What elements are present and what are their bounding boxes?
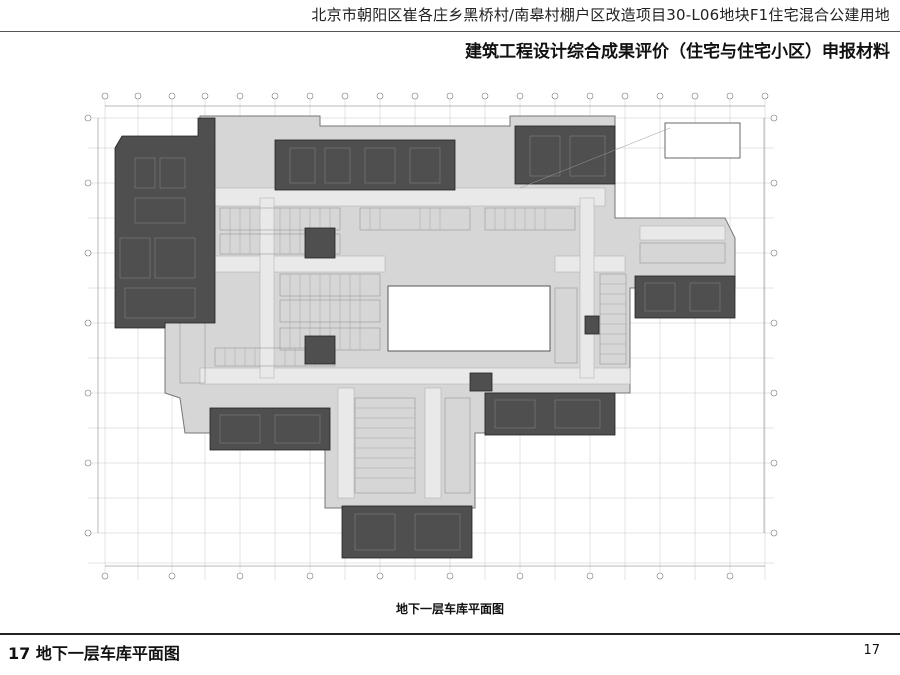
dimension-lines — [97, 105, 765, 567]
core-east-small — [584, 315, 600, 335]
central-courtyard-void — [387, 285, 551, 352]
axis-markers — [84, 92, 778, 580]
drawing-caption: 地下一层车库平面图 — [395, 602, 504, 616]
page-number: 17 — [863, 643, 880, 658]
core-details — [119, 135, 721, 551]
core-center-south — [304, 335, 336, 365]
header-project-title: 北京市朝阳区崔各庄乡黑桥村/南皋村棚户区改造项目30-L06地块F1住宅混合公建… — [311, 6, 890, 24]
northeast-residential-block — [514, 125, 616, 185]
header-rule — [0, 31, 900, 32]
header-subtitle: 建筑工程设计综合成果评价（住宅与住宅小区）申报材料 — [465, 42, 890, 62]
south-east-residential-block — [484, 392, 616, 436]
driving-aisles — [199, 187, 726, 499]
core-south-small — [469, 372, 493, 392]
core-center-north — [304, 227, 336, 259]
basement-garage-floor-plan — [84, 92, 778, 580]
annex-outline — [664, 122, 741, 159]
ramp-line — [519, 127, 671, 189]
footer-rule — [0, 633, 900, 635]
south-west-residential-block — [209, 407, 331, 451]
footer-title: 17 地下一层车库平面图 — [8, 644, 180, 663]
south-residential-block — [341, 505, 473, 559]
